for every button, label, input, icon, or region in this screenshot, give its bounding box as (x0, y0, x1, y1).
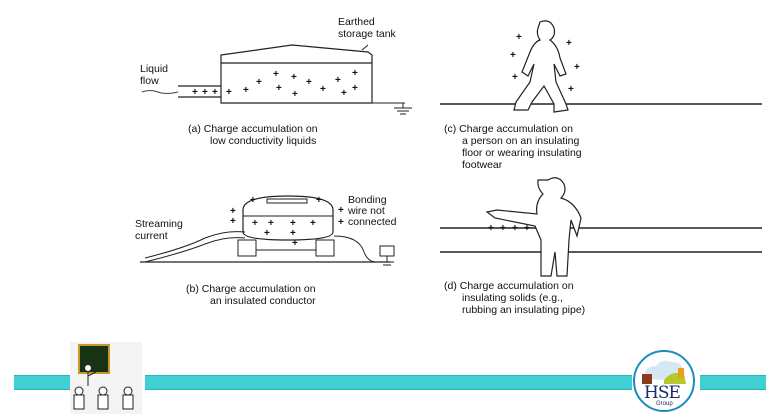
streaming-current-label-line1: Streaming (135, 218, 183, 230)
static-electricity-diagram: Earthed storage tank Liquid flow ++++ ++… (135, 16, 762, 316)
footer-bar-right (700, 375, 766, 390)
bonding-label-line2: wire not (347, 205, 385, 217)
plus-charge-icon: + (290, 228, 296, 239)
plus-charge-icon: + (524, 223, 530, 234)
plus-charge-icon: + (276, 83, 282, 94)
plus-charge-icon: + (568, 84, 574, 95)
footer-bar-left (14, 375, 72, 390)
charge-plus-signs: + + + + (488, 223, 530, 234)
caption-a-line2: low conductivity liquids (210, 135, 316, 147)
panel-c-person-walking: ++++++ (c) Charge accumulation on a pers… (440, 20, 762, 171)
plus-charge-icon: + (252, 218, 258, 229)
plus-charge-icon: + (352, 68, 358, 79)
plus-charge-icon: + (256, 77, 262, 88)
liquid-flow-label-line2: flow (140, 75, 159, 87)
plus-charge-icon: + (338, 205, 344, 216)
plus-charge-icon: + (574, 62, 580, 73)
ground-symbol-icon (394, 103, 412, 115)
logo-text: HSE (644, 383, 681, 403)
plus-charge-icon: + (291, 72, 297, 83)
plus-charge-icon: + (338, 217, 344, 228)
caption-b-line2: an insulated conductor (210, 295, 316, 307)
charge-plus-signs: ++++ ++++ ++++ ++++ (192, 68, 358, 100)
plus-charge-icon: + (290, 218, 296, 229)
plus-charge-icon: + (250, 195, 256, 206)
plus-charge-icon: + (292, 89, 298, 100)
panel-b-insulated-tank: Streaming current Bonding wire not conne… (135, 194, 397, 307)
plus-charge-icon: + (335, 75, 341, 86)
caption-d-line1: (d) Charge accumulation on (444, 280, 574, 292)
tank-label-line2: storage tank (338, 28, 397, 40)
plus-charge-icon: + (341, 88, 347, 99)
streaming-current-label-line2: current (135, 230, 168, 242)
charge-plus-signs: ++++ ++++ +++++ (230, 195, 344, 249)
plus-charge-icon: + (512, 223, 518, 234)
ground-symbol-icon (380, 256, 394, 266)
caption-c-line1: (c) Charge accumulation on (444, 123, 573, 135)
charge-plus-signs: ++++++ (510, 32, 580, 95)
footer-bar-middle (145, 375, 632, 390)
plus-charge-icon: + (230, 206, 236, 217)
plus-charge-icon: + (268, 218, 274, 229)
panel-a-storage-tank: Earthed storage tank Liquid flow ++++ ++… (140, 16, 412, 147)
plus-charge-icon: + (273, 69, 279, 80)
tank-label-line1: Earthed (338, 16, 375, 28)
plus-charge-icon: + (192, 87, 198, 98)
hse-group-logo: HSE Group (632, 350, 696, 412)
plus-charge-icon: + (202, 87, 208, 98)
bonding-label-line3: connected (348, 216, 397, 228)
plus-charge-icon: + (488, 223, 494, 234)
classroom-illustration (70, 342, 142, 414)
bonding-label-line1: Bonding (348, 194, 387, 206)
plus-charge-icon: + (264, 228, 270, 239)
plus-charge-icon: + (306, 77, 312, 88)
caption-d-line3: rubbing an insulating pipe) (462, 304, 585, 316)
plus-charge-icon: + (310, 218, 316, 229)
plus-charge-icon: + (226, 87, 232, 98)
plus-charge-icon: + (510, 50, 516, 61)
caption-c-line3: floor or wearing insulating (462, 147, 582, 159)
plus-charge-icon: + (352, 83, 358, 94)
caption-b-line1: (b) Charge accumulation on (186, 283, 316, 295)
caption-c-line2: a person on an insulating (462, 135, 579, 147)
plus-charge-icon: + (316, 195, 322, 206)
plus-charge-icon: + (512, 72, 518, 83)
plus-charge-icon: + (516, 32, 522, 43)
panel-d-rubbing-pipe: + + + + (d) Charge accumulation on insulati… (440, 177, 762, 316)
plus-charge-icon: + (566, 38, 572, 49)
caption-c-line4: footwear (462, 159, 503, 171)
plus-charge-icon: + (320, 84, 326, 95)
caption-d-line2: insulating solids (e.g., (462, 292, 563, 304)
plus-charge-icon: + (292, 238, 298, 249)
plus-charge-icon: + (230, 216, 236, 227)
logo-subtext: Group (656, 401, 673, 407)
plus-charge-icon: + (243, 85, 249, 96)
plus-charge-icon: + (500, 223, 506, 234)
caption-a-line1: (a) Charge accumulation on (188, 123, 318, 135)
plus-charge-icon: + (212, 87, 218, 98)
liquid-flow-label-line1: Liquid (140, 63, 168, 75)
